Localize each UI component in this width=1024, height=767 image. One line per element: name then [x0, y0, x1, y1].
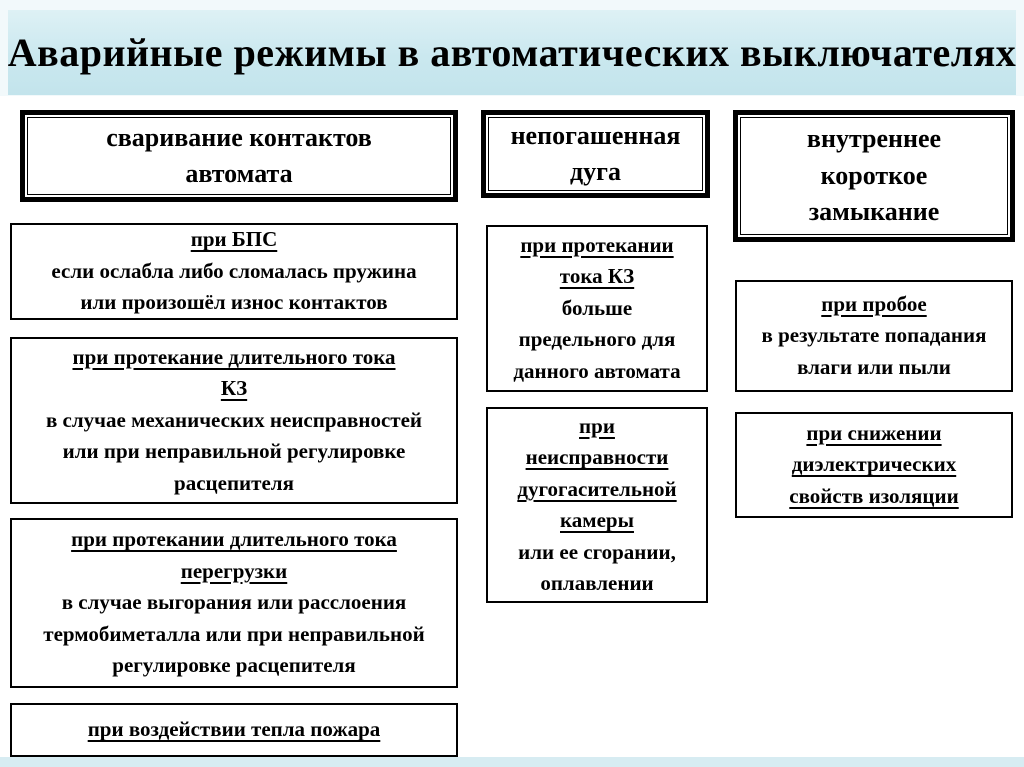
cause-body: в результате попадания влаги или пыли: [761, 323, 987, 379]
cause-box-arc-chamber-fault: при неисправности дугогасительной камеры…: [486, 407, 708, 603]
column-header-unextinguished-arc: непогашенная дуга: [481, 110, 710, 198]
cause-heading: при воздействии тепла пожара: [87, 717, 381, 742]
column-header-label: непогашенная дуга: [488, 117, 703, 191]
cause-heading: при протекании длительного тока перегруз…: [71, 527, 397, 583]
cause-heading: при снижении диэлектрических свойств изо…: [789, 420, 959, 508]
cause-box-fire-heat: при воздействии тепла пожара: [10, 703, 458, 757]
cause-heading: при неисправности дугогасительной камеры: [517, 413, 677, 533]
title-band: Аварийные режимы в автоматических выключ…: [8, 10, 1016, 95]
cause-heading: при БПС: [190, 227, 278, 252]
column-header-internal-short-circuit: внутреннее короткое замыкание: [733, 110, 1015, 242]
cause-box-breakdown: при пробое в результате попадания влаги …: [735, 280, 1013, 392]
cause-heading: при протекание длительного тока КЗ: [72, 344, 396, 401]
column-header-label: сваривание контактов автомата: [27, 117, 451, 195]
page-title: Аварийные режимы в автоматических выключ…: [7, 30, 1017, 75]
cause-body: если ослабла либо сломалась пружина или …: [51, 258, 417, 315]
cause-box-dielectric-degradation: при снижении диэлектрических свойств изо…: [735, 412, 1013, 518]
cause-body: в случае механических неисправностей или…: [45, 407, 423, 495]
cause-body: больше предельного для данного автомата: [513, 295, 681, 383]
cause-box-bps: при БПС если ослабла либо сломалась пруж…: [10, 223, 458, 320]
cause-heading: при пробое: [821, 291, 927, 316]
cause-heading: при протекании тока КЗ: [520, 232, 674, 289]
cause-box-sc-current-above-limit: при протекании тока КЗ больше предельног…: [486, 225, 708, 392]
bottom-margin-band: [0, 757, 1024, 767]
cause-body: в случае выгорания или расслоения термоб…: [43, 590, 425, 678]
column-header-label: внутреннее короткое замыкание: [740, 117, 1008, 235]
cause-box-long-sc-current: при протекание длительного тока КЗ в слу…: [10, 337, 458, 504]
cause-box-long-overload-current: при протекании длительного тока перегруз…: [10, 518, 458, 688]
cause-body: или ее сгорании, оплавлении: [518, 539, 676, 596]
column-header-contact-welding: сваривание контактов автомата: [20, 110, 458, 202]
